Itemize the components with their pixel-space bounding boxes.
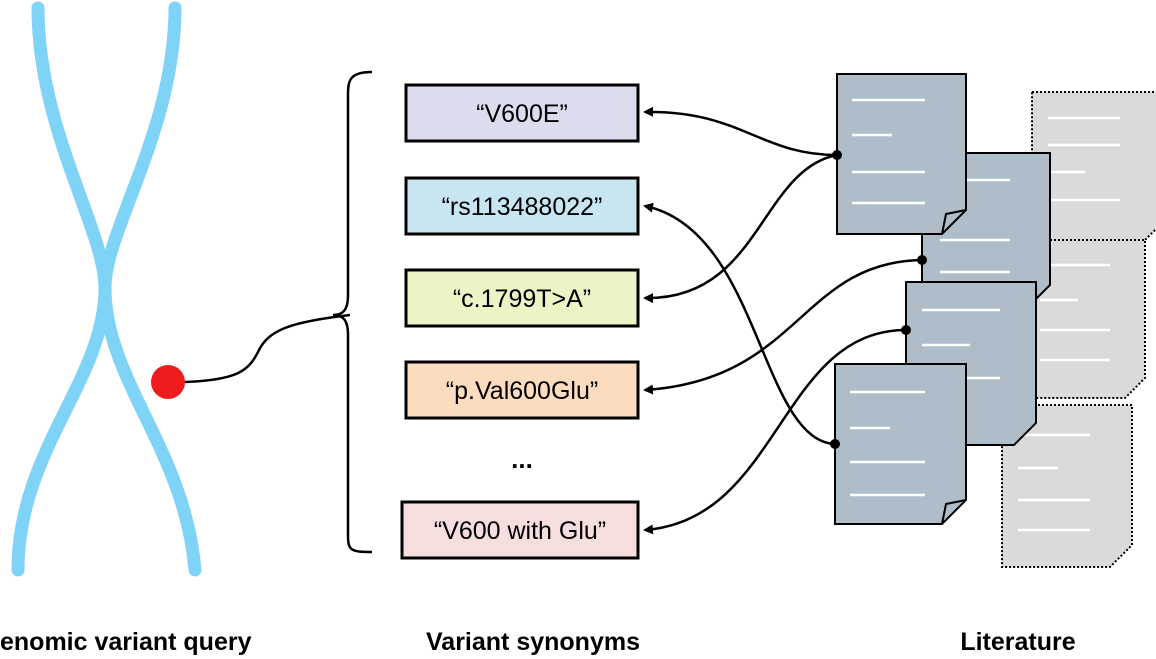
caption-literature: Literature (960, 628, 1075, 656)
variant-marker (151, 365, 185, 399)
synonym-ellipsis: ... (511, 444, 533, 474)
synonym-brace (332, 70, 373, 554)
link-doc3-to-v600glu (643, 328, 907, 535)
synonym-label: “V600 with Glu” (434, 517, 606, 545)
document-other-2 (1021, 239, 1146, 399)
document-relevant-1 (836, 73, 967, 235)
synonym-box-4: “V600 with Glu” (400, 500, 640, 560)
document-other-3 (1001, 404, 1133, 568)
link-doc1-to-v600e (643, 106, 838, 157)
synonym-box-0: “V600E” (404, 83, 640, 143)
link-doc1-to-c1799 (643, 153, 838, 304)
synonym-box-1: “rs113488022” (404, 176, 640, 236)
caption-query: enomic variant query (0, 628, 252, 656)
document-other-1 (1031, 91, 1156, 246)
chromosome-strand-left (11, 1, 112, 577)
variant-to-brace-connector (184, 313, 351, 384)
synonym-box-2: “c.1799T>A” (404, 268, 640, 328)
link-doc4-to-rs (643, 202, 836, 446)
synonym-label: “c.1799T>A” (453, 285, 591, 313)
link-endpoints (830, 150, 927, 449)
synonym-box-3: “p.Val600Glu” (404, 360, 640, 420)
caption-synonyms: Variant synonyms (426, 628, 640, 656)
document-relevant-4 (834, 363, 967, 525)
link-doc2-to-pval (643, 258, 923, 395)
chromosome-strand-right (98, 1, 202, 577)
synonym-label: “V600E” (476, 100, 568, 128)
synonym-label: “p.Val600Glu” (446, 377, 598, 405)
chromosome (11, 1, 202, 577)
document-links (643, 106, 923, 535)
synonym-label: “rs113488022” (442, 193, 603, 221)
